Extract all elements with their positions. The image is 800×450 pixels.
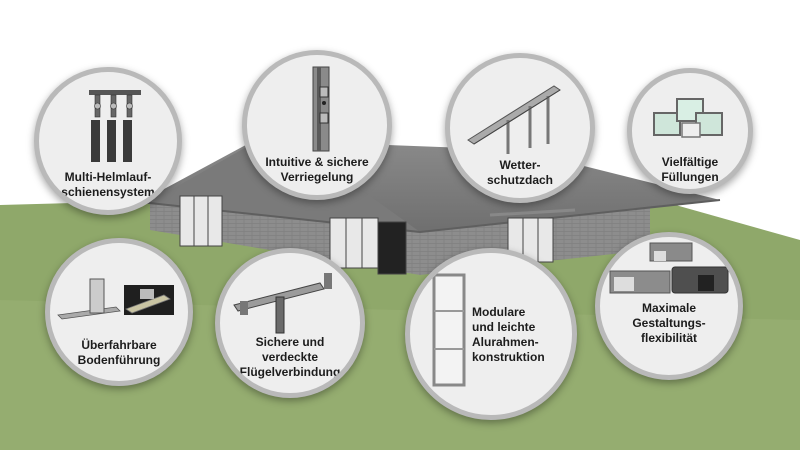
lawn-shade [0,300,800,450]
feature-fuellungen: Vielfältige Füllungen [627,68,753,194]
canopy-icon [467,85,561,154]
roller-track-icon [89,90,141,162]
feature-bodenfuehrung: Überfahrbare Bodenführung [45,238,193,386]
feature-multi-helmlauf-label: Multi-Helmlauf- schienensystem [61,170,155,199]
feature-fluegelverbindung: Sichere und verdeckte Flügelverbindung [215,248,365,398]
alu-frame-icon [432,273,466,387]
feature-fluegelverbindung-label: Sichere und verdeckte Flügelverbindung [239,335,341,379]
building-variants-icon [609,242,729,294]
feature-fuellungen-label: Vielfältige Füllungen [661,155,719,184]
feature-wetterschutzdach: Wetter- schutzdach [445,53,595,203]
feature-verriegelung-label: Intuitive & sichere Verriegelung [265,155,369,184]
floor-guide-icon [57,278,174,320]
panel-fillings-icon [653,98,723,138]
feature-gestaltung: Maximale Gestaltungs- flexibilität [595,232,743,380]
feature-bodenfuehrung-label: Überfahrbare Bodenführung [77,338,161,367]
building-windows [179,195,554,275]
lock-profile-icon [312,66,330,152]
feature-alurahmen-label: Modulare und leichte Alurahmen- konstruk… [472,305,545,364]
wing-connector-icon [233,273,332,334]
feature-wetterschutzdach-label: Wetter- schutzdach [486,158,553,187]
feature-alurahmen: Modulare und leichte Alurahmen- konstruk… [405,248,577,420]
feature-gestaltung-label: Maximale Gestaltungs- flexibilität [632,301,706,345]
feature-multi-helmlauf: Multi-Helmlauf- schienensystem [34,67,182,215]
feature-verriegelung: Intuitive & sichere Verriegelung [242,50,392,200]
